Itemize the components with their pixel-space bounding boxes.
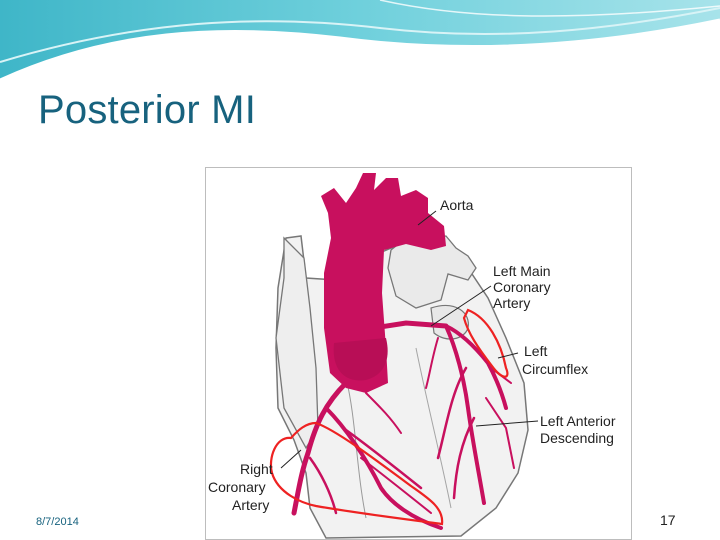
label-left-main-1: Left Main [493, 263, 551, 279]
label-rca-3: Artery [232, 497, 269, 513]
label-lad-2: Descending [540, 430, 614, 446]
highlight-circumflex [462, 308, 509, 378]
aortic-arch [321, 173, 446, 393]
aortic-root [333, 338, 388, 381]
leader-lines [280, 210, 539, 469]
page-number: 17 [660, 512, 676, 528]
label-left-main-2: Coronary [493, 279, 551, 295]
slide-date: 8/7/2014 [36, 516, 79, 528]
label-aorta: Aorta [440, 197, 474, 213]
label-rca-1: Right [240, 461, 273, 477]
label-left-circumflex-1: Left [524, 343, 547, 359]
label-lad-1: Left Anterior [540, 413, 616, 429]
label-left-main-3: Artery [493, 295, 530, 311]
header-wave-decoration [0, 0, 720, 82]
coronary-arteries [291, 320, 515, 530]
highlight-right-coronary [269, 421, 444, 526]
label-rca-2: Coronary [208, 479, 266, 495]
label-left-circumflex-2: Circumflex [522, 361, 588, 377]
slide-title: Posterior MI [38, 88, 257, 132]
heart-diagram: Aorta Left Main Coronary Artery Left Cir… [205, 167, 632, 540]
pulmonary-trunk [387, 235, 477, 309]
septum-line-2 [415, 347, 452, 509]
